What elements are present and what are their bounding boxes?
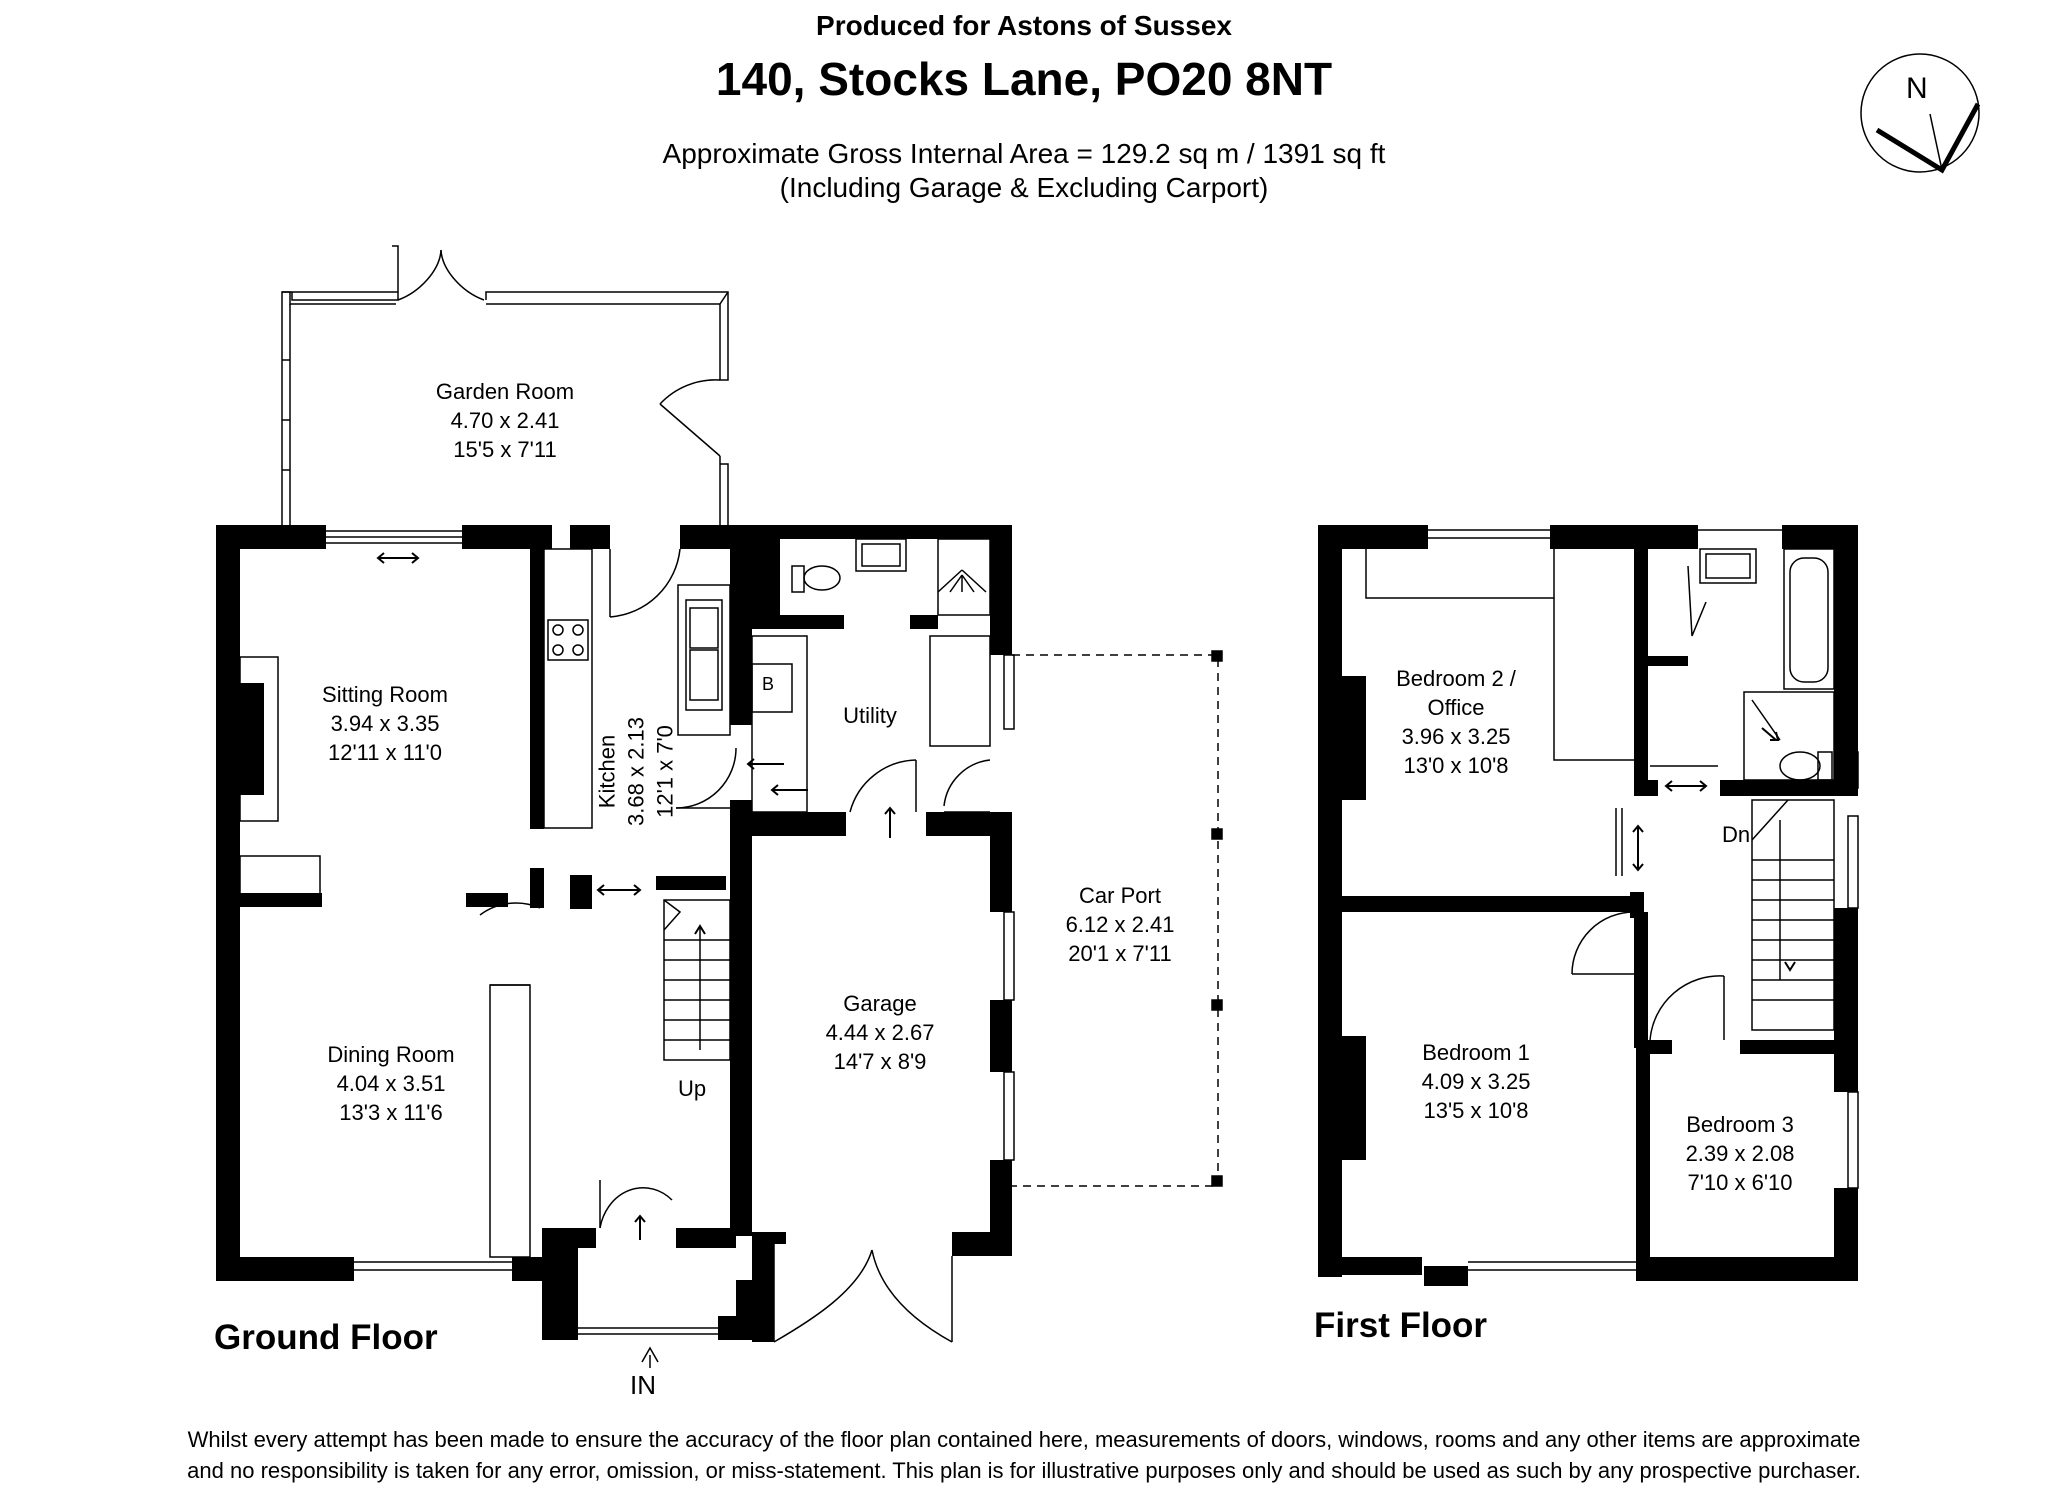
room-name-line1: Bedroom 2 / — [1396, 666, 1516, 691]
first-floor-details — [1365, 529, 1859, 1271]
room-imperial: 12'11 x 11'0 — [327, 740, 442, 765]
room-metric: 4.44 x 2.67 — [825, 1020, 935, 1045]
ground-floor-plan — [216, 525, 1012, 1342]
entrance-label: IN — [630, 1370, 656, 1400]
first-floor-arrows — [1632, 727, 1796, 972]
room-name: Dining Room — [327, 1042, 455, 1067]
room-imperial: 15'5 x 7'11 — [453, 437, 557, 462]
produced-for-text: Produced for Astons of Sussex — [816, 10, 1232, 41]
gross-area-text: Approximate Gross Internal Area = 129.2 … — [662, 138, 1386, 169]
room-imperial: 20'1 x 7'11 — [1068, 941, 1172, 966]
room-imperial: 14'7 x 8'9 — [833, 1049, 927, 1074]
room-name: Garage — [843, 991, 917, 1016]
room-label-kitchen: Kitchen 3.68 x 2.13 12'1 x 7'0 — [593, 662, 680, 882]
room-name: Sitting Room — [322, 682, 448, 707]
room-label-garden-room: Garden Room 4.70 x 2.41 15'5 x 7'11 — [380, 377, 630, 464]
room-imperial: 12'1 x 7'0 — [652, 725, 678, 818]
room-name: Kitchen — [594, 734, 620, 809]
area-inclusion-text: (Including Garage & Excluding Carport) — [779, 172, 1269, 203]
first-floor-plan — [1318, 525, 1858, 1286]
room-name-line2: Office — [1427, 695, 1485, 720]
compass-icon — [1860, 53, 1981, 174]
room-metric: 6.12 x 2.41 — [1065, 912, 1175, 937]
disclaimer-line-2: and no responsibility is taken for any e… — [187, 1458, 1861, 1483]
room-imperial: 13'5 x 10'8 — [1423, 1098, 1529, 1123]
room-metric: 2.39 x 2.08 — [1685, 1141, 1795, 1166]
ground-floor-arrows — [376, 552, 896, 1240]
room-metric: 3.68 x 2.13 — [623, 717, 649, 826]
room-label-bedroom-2-office: Bedroom 2 / Office 3.96 x 3.25 13'0 x 10… — [1356, 664, 1556, 780]
room-name: Utility — [843, 703, 897, 728]
room-metric: 4.04 x 3.51 — [336, 1071, 446, 1096]
room-label-garage: Garage 4.44 x 2.67 14'7 x 8'9 — [760, 989, 1000, 1076]
room-name: Car Port — [1079, 883, 1161, 908]
room-metric: 3.96 x 3.25 — [1401, 724, 1511, 749]
stairs-down-label: Dn — [1722, 822, 1751, 847]
ground-floor-details — [239, 245, 1223, 1368]
room-metric: 3.94 x 3.35 — [330, 711, 440, 736]
disclaimer-text: Whilst every attempt has been made to en… — [0, 1424, 2048, 1486]
room-name: Garden Room — [435, 379, 575, 404]
disclaimer-line-1: Whilst every attempt has been made to en… — [187, 1427, 1861, 1452]
room-label-sitting-room: Sitting Room 3.94 x 3.35 12'11 x 11'0 — [260, 680, 510, 767]
property-address-title: 140, Stocks Lane, PO20 8NT — [715, 53, 1333, 105]
room-name: Bedroom 1 — [1422, 1040, 1530, 1065]
room-imperial: 7'10 x 6'10 — [1687, 1170, 1793, 1195]
room-metric: 4.70 x 2.41 — [450, 408, 560, 433]
room-imperial: 13'3 x 11'6 — [339, 1100, 443, 1125]
room-name: Bedroom 3 — [1686, 1112, 1794, 1137]
room-label-utility: Utility — [820, 701, 920, 730]
room-imperial: 13'0 x 10'8 — [1403, 753, 1509, 778]
boiler-label: B — [762, 674, 775, 694]
ground-floor-label: Ground Floor — [214, 1318, 438, 1357]
room-label-car-port: Car Port 6.12 x 2.41 20'1 x 7'11 — [1000, 881, 1240, 968]
room-label-bedroom-1: Bedroom 1 4.09 x 3.25 13'5 x 10'8 — [1376, 1038, 1576, 1125]
stairs-up-label: Up — [678, 1076, 707, 1101]
room-label-dining-room: Dining Room 4.04 x 3.51 13'3 x 11'6 — [266, 1040, 516, 1127]
room-label-bedroom-3: Bedroom 3 2.39 x 2.08 7'10 x 6'10 — [1650, 1110, 1830, 1197]
room-metric: 4.09 x 3.25 — [1421, 1069, 1531, 1094]
first-floor-label: First Floor — [1314, 1306, 1488, 1345]
compass-north-label: N — [1906, 72, 1928, 105]
